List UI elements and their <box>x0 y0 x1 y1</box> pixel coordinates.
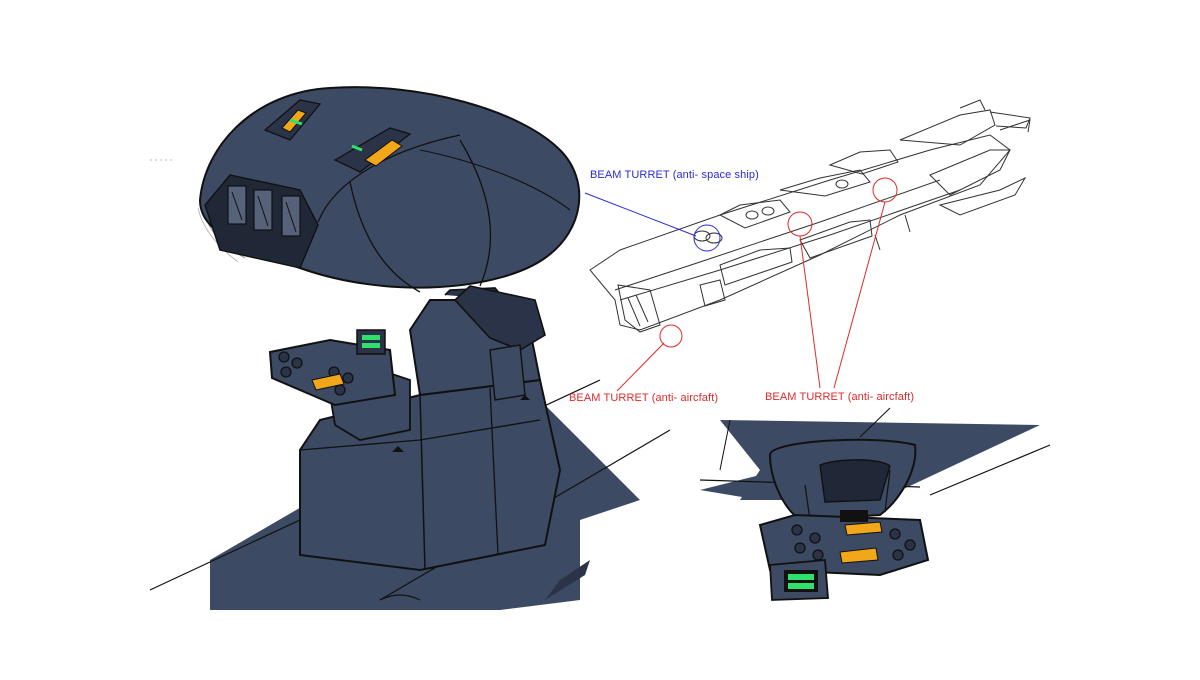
spaceship-sketch <box>589 99 1031 333</box>
ship-turret <box>745 210 759 220</box>
ship-fin <box>959 99 986 111</box>
ship-fin <box>999 119 1031 133</box>
gun-muzzle <box>794 542 806 554</box>
label-beam-turret-anti-aircraft-right: BEAM TURRET (anti- aircfaft) <box>765 391 915 403</box>
pedestal-turret <box>149 285 671 610</box>
underside-turret <box>699 407 1051 601</box>
callout-line-blue <box>584 192 697 237</box>
dome-seam <box>349 181 421 293</box>
hull-edge-line <box>859 407 891 438</box>
sensor-box <box>356 329 386 355</box>
dome-hatch <box>333 127 412 173</box>
gun-muzzle <box>809 532 821 544</box>
gun-muzzle <box>291 357 303 369</box>
label-beam-turret-anti-space-ship: BEAM TURRET (anti- space ship) <box>590 169 759 181</box>
pedestal-edge <box>489 387 499 556</box>
hull-edge-line <box>929 444 1051 496</box>
dome-orange-light <box>364 139 403 167</box>
ship-hatch <box>699 279 726 307</box>
ship-pod <box>719 247 793 286</box>
ship-engine <box>938 176 1027 216</box>
hull-edge-line <box>719 419 731 471</box>
dome-seam <box>459 139 491 287</box>
gun-muzzle <box>280 366 292 378</box>
gun-muzzle <box>342 372 354 384</box>
ship-bow-detail <box>627 294 649 327</box>
sensor-green-light <box>788 574 814 580</box>
ship-pod <box>799 219 873 259</box>
dome-green-light <box>351 144 363 152</box>
deck-seam <box>379 594 421 601</box>
label-beam-turret-anti-aircraft-left: BEAM TURRET (anti- aircfaft) <box>569 392 719 404</box>
ship-engine <box>929 149 1011 196</box>
callout-line-red <box>616 342 665 392</box>
ship-bow <box>617 284 661 333</box>
callout-line-red <box>799 235 821 389</box>
ship-superstructure <box>718 199 791 229</box>
gun-orange-light <box>311 373 345 391</box>
ship-superstructure <box>779 169 871 197</box>
gun-orange-light <box>844 521 883 536</box>
gun-muzzle <box>889 528 901 540</box>
gun-muzzle <box>812 549 824 561</box>
dome-swirl-line <box>197 207 239 263</box>
pedestal-edge <box>299 419 541 451</box>
ship-nozzle <box>989 111 1031 129</box>
gun-muzzle <box>278 351 290 363</box>
callout-line-red <box>833 201 886 389</box>
gun-orange-light <box>839 547 879 564</box>
dome-seam <box>317 134 461 223</box>
rear-gun-mount <box>489 344 526 401</box>
ship-turret <box>705 232 723 244</box>
dome-seam <box>419 149 571 211</box>
ship-hull-line <box>619 189 961 301</box>
gun-muzzle <box>904 539 916 551</box>
deck-fin <box>545 560 590 600</box>
ship-engine <box>899 109 996 146</box>
gun-top-slot <box>840 510 868 522</box>
dome-turret-cover <box>150 86 581 293</box>
turret-base-edge <box>804 469 891 521</box>
callouts <box>584 177 898 392</box>
gun-muzzle <box>892 549 904 561</box>
callout-circle-red <box>659 324 683 348</box>
sensor-green-light <box>788 583 814 589</box>
gun-muzzle <box>791 524 803 536</box>
ship-strut <box>874 214 911 251</box>
ship-superstructure <box>828 149 899 175</box>
dome-green-light <box>289 118 303 126</box>
deck-shadow-wedge <box>535 405 635 520</box>
pedestal-edge <box>419 394 426 571</box>
rear-gun-housing <box>453 285 546 351</box>
dome-barrel-detail <box>231 191 297 233</box>
turret-hatch-opening <box>819 459 891 503</box>
gun-muzzle <box>334 384 346 396</box>
ship-turret <box>761 206 775 216</box>
callout-circle-blue <box>693 224 721 252</box>
ship-turret <box>835 179 849 189</box>
sensor-green-light <box>362 335 380 340</box>
sensor-green-light <box>362 343 380 348</box>
hull-plane-shadow <box>700 470 780 500</box>
